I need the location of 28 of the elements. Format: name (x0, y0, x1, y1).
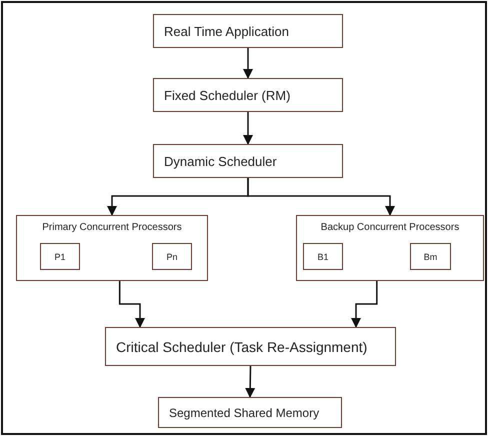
process-box (105, 327, 396, 366)
process-box (153, 14, 343, 48)
box-label: B1 (317, 252, 328, 262)
process-box (152, 243, 192, 270)
box-label: Pn (166, 252, 178, 262)
process-box (16, 215, 208, 281)
arrow (351, 281, 378, 328)
process-box (153, 78, 343, 112)
process-box (296, 215, 484, 281)
box-label: Critical Scheduler (Task Re-Assignment) (116, 338, 368, 354)
arrow (245, 366, 256, 398)
box-label: Fixed Scheduler (RM) (164, 88, 290, 102)
arrow (118, 281, 145, 328)
process-box (410, 243, 451, 270)
box-label: Bm (424, 252, 438, 262)
arrow (243, 112, 253, 145)
box-label: Backup Concurrent Processors (320, 222, 460, 233)
process-box (303, 243, 343, 270)
process-box (158, 397, 342, 428)
box-label: Primary Concurrent Processors (42, 222, 182, 233)
arrow (247, 178, 395, 216)
arrow (243, 48, 253, 79)
process-box (153, 144, 343, 178)
process-box (40, 243, 80, 270)
box-label: Dynamic Scheduler (164, 154, 277, 168)
box-label: Segmented Shared Memory (169, 406, 320, 420)
box-label: P1 (54, 252, 66, 262)
box-label: Real Time Application (164, 24, 290, 38)
